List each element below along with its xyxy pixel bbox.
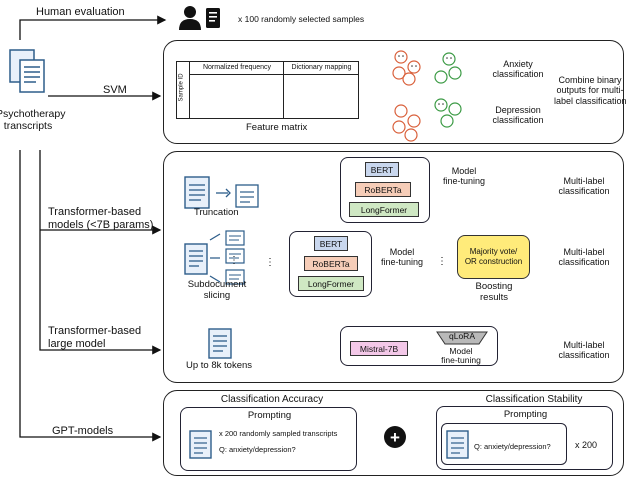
svm-label: SVM bbox=[103, 84, 127, 96]
truncation-model-stack: BERT RoBERTa LongFormer bbox=[340, 157, 430, 223]
stability-inner-box: Q: anxiety/depression? bbox=[441, 423, 567, 465]
combine-outputs-label: Combine binary outputs for multi- label … bbox=[554, 75, 627, 106]
subdocument-slicing-icon bbox=[184, 230, 245, 285]
subdoc-ellipsis-2: ⋮ bbox=[265, 257, 275, 268]
plus-icon: + bbox=[384, 426, 406, 448]
human-eval-note: x 100 randomly selected samples bbox=[238, 14, 365, 24]
source-label: Psychotherapy transcripts bbox=[0, 108, 66, 133]
stability-question: Q: anxiety/depression? bbox=[474, 442, 551, 451]
stability-prompt-box: Prompting Q: anxiety/depression? x 200 bbox=[436, 406, 613, 470]
longformer-chip-2: LongFormer bbox=[298, 276, 364, 291]
subdoc-ellipsis: ⋮ bbox=[229, 255, 239, 266]
feature-matrix-table: Normalized frequency Dictionary mapping … bbox=[176, 61, 359, 119]
accuracy-title: Classification Accuracy bbox=[220, 394, 324, 405]
roberta-chip: RoBERTa bbox=[355, 182, 411, 197]
large-model-stack: Mistral-7B qLoRA Model fine-tuning bbox=[340, 326, 498, 366]
roberta-chip-2: RoBERTa bbox=[304, 256, 358, 271]
gpt-models-label: GPT-models bbox=[52, 425, 114, 437]
subdoc-output-label: Multi-label classification bbox=[558, 247, 610, 268]
mistral-chip: Mistral-7B bbox=[350, 341, 408, 356]
column-normalized-frequency: Normalized frequency bbox=[202, 64, 272, 71]
anxiety-classification-label: Anxiety classification bbox=[492, 59, 544, 80]
truncation-document-icon bbox=[184, 176, 259, 209]
accuracy-document-icon bbox=[189, 430, 212, 459]
truncation-label: Truncation bbox=[194, 207, 239, 218]
plus-symbol: + bbox=[390, 427, 400, 447]
large-model-document-icon bbox=[208, 328, 232, 359]
sampled-transcripts-label: x 200 randomly sampled transcripts bbox=[219, 429, 338, 438]
accuracy-prompting-label: Prompting bbox=[247, 410, 292, 421]
svm-panel: Normalized frequency Dictionary mapping … bbox=[163, 40, 627, 144]
truncation-finetune-label: Model fine-tuning bbox=[442, 166, 486, 187]
bert-chip: BERT bbox=[365, 162, 399, 177]
depression-classification-label: Depression classification bbox=[492, 105, 544, 126]
accuracy-question: Q: anxiety/depression? bbox=[219, 445, 296, 454]
column-dictionary-mapping: Dictionary mapping bbox=[291, 64, 352, 71]
subdoc-model-stack: BERT RoBERTa LongFormer bbox=[289, 231, 372, 297]
large-finetune-label: Model fine-tuning bbox=[441, 346, 481, 365]
bert-chip-2: BERT bbox=[314, 236, 348, 251]
stability-document-icon bbox=[446, 430, 469, 459]
large-model-label: Transformer-based large model bbox=[48, 325, 142, 351]
qlora-trapezoid bbox=[436, 331, 488, 345]
qlora-label: qLoRA bbox=[449, 331, 475, 341]
transcripts-document-icon bbox=[9, 49, 45, 93]
human-evaluation-label: Human evaluation bbox=[36, 6, 125, 18]
person-clipboard-icon bbox=[179, 6, 220, 30]
subdocument-label: Subdocument slicing bbox=[187, 279, 247, 301]
tokens-label: Up to 8k tokens bbox=[186, 360, 253, 371]
emotion-faces-icon bbox=[392, 50, 462, 142]
large-output-label: Multi-label classification bbox=[558, 340, 610, 361]
transformer-models-label: Transformer-based models (<7B params) bbox=[48, 206, 154, 232]
stability-title: Classification Stability bbox=[485, 394, 583, 405]
majority-vote-box: Majority vote/OR construction bbox=[457, 235, 530, 279]
row-sample-id: Sample ID bbox=[178, 73, 185, 102]
repeat-count: x 200 bbox=[575, 440, 598, 450]
accuracy-prompt-box: Prompting x 200 randomly sampled transcr… bbox=[180, 407, 357, 471]
subdoc-finetune-label: Model fine-tuning bbox=[380, 247, 424, 268]
feature-matrix-caption: Feature matrix bbox=[246, 122, 308, 133]
gpt-panel: Classification Accuracy Classification S… bbox=[163, 390, 624, 476]
truncation-output-label: Multi-label classification bbox=[558, 176, 610, 197]
longformer-chip: LongFormer bbox=[349, 202, 419, 217]
subdoc-ellipsis-3: ⋮ bbox=[437, 256, 447, 267]
stability-prompting-label: Prompting bbox=[503, 409, 548, 420]
transformer-panel: Truncation BERT RoBERTa LongFormer Model… bbox=[163, 151, 624, 383]
boosting-results-label: Boosting results bbox=[475, 281, 513, 303]
